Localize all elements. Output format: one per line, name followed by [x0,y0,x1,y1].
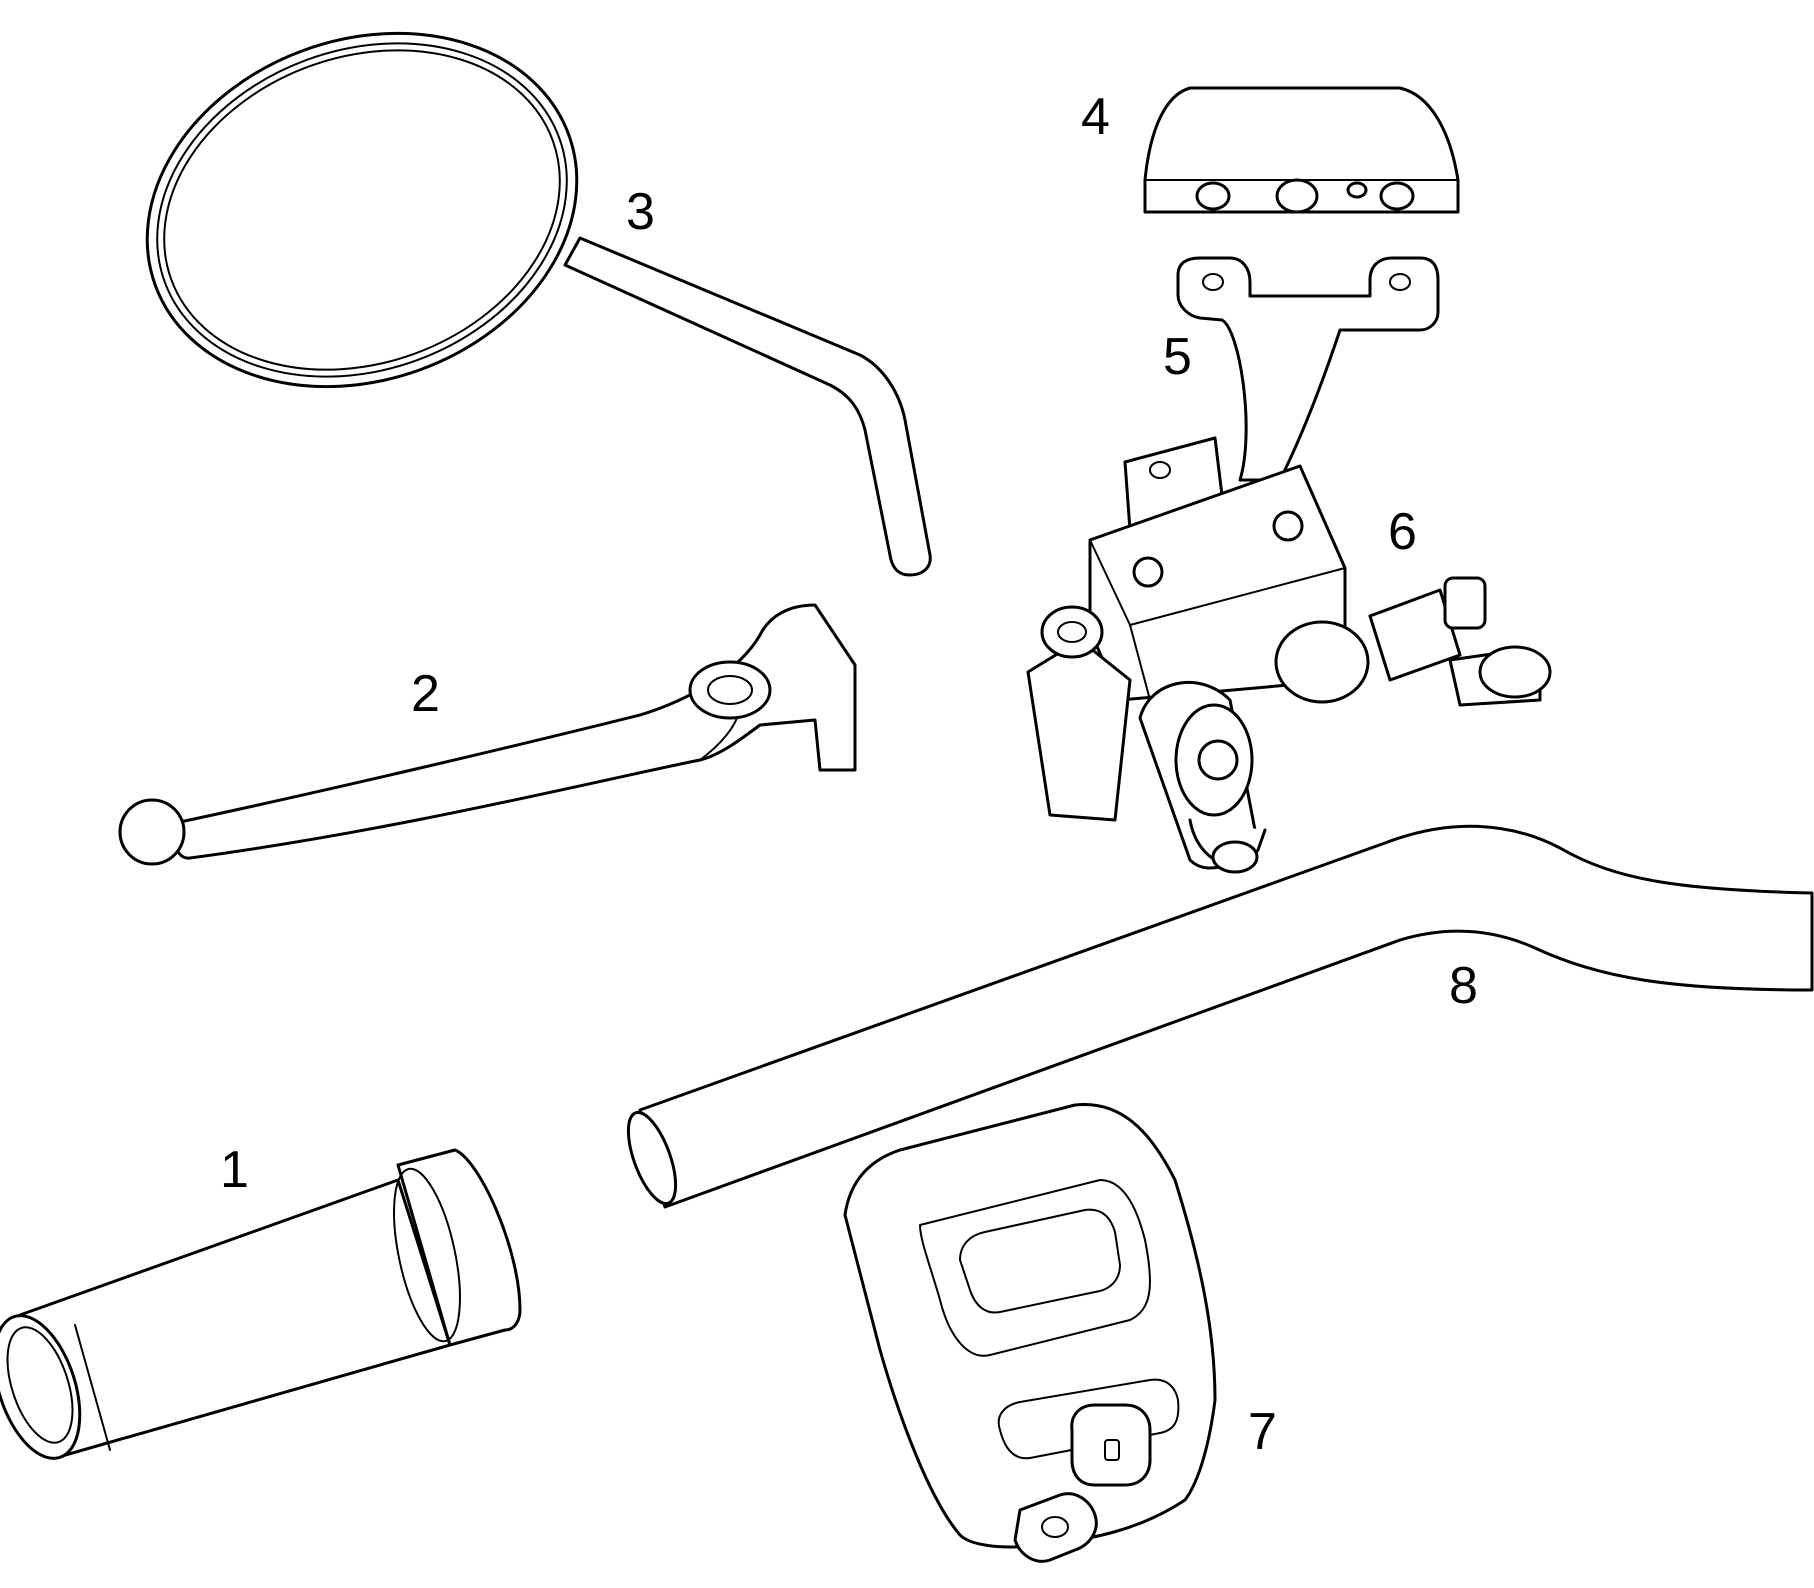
callout-2: 2 [411,665,440,723]
callout-1: 1 [220,1141,249,1199]
grip-drawing [0,1148,522,1460]
switch-housing-drawing [843,1102,1217,1563]
callout-3: 3 [626,183,655,241]
handlebar-drawing [626,824,1814,1209]
master-cylinder-drawing [1026,436,1552,874]
bracket-drawing [1176,256,1440,482]
callout-8: 8 [1449,957,1478,1015]
reservoir-cap-drawing [1143,86,1460,214]
callout-5: 5 [1163,328,1192,386]
lever-drawing [118,603,857,866]
mirror-drawing [145,31,932,577]
callout-7: 7 [1248,1403,1277,1461]
callout-6: 6 [1388,503,1417,561]
callout-4: 4 [1081,88,1110,146]
